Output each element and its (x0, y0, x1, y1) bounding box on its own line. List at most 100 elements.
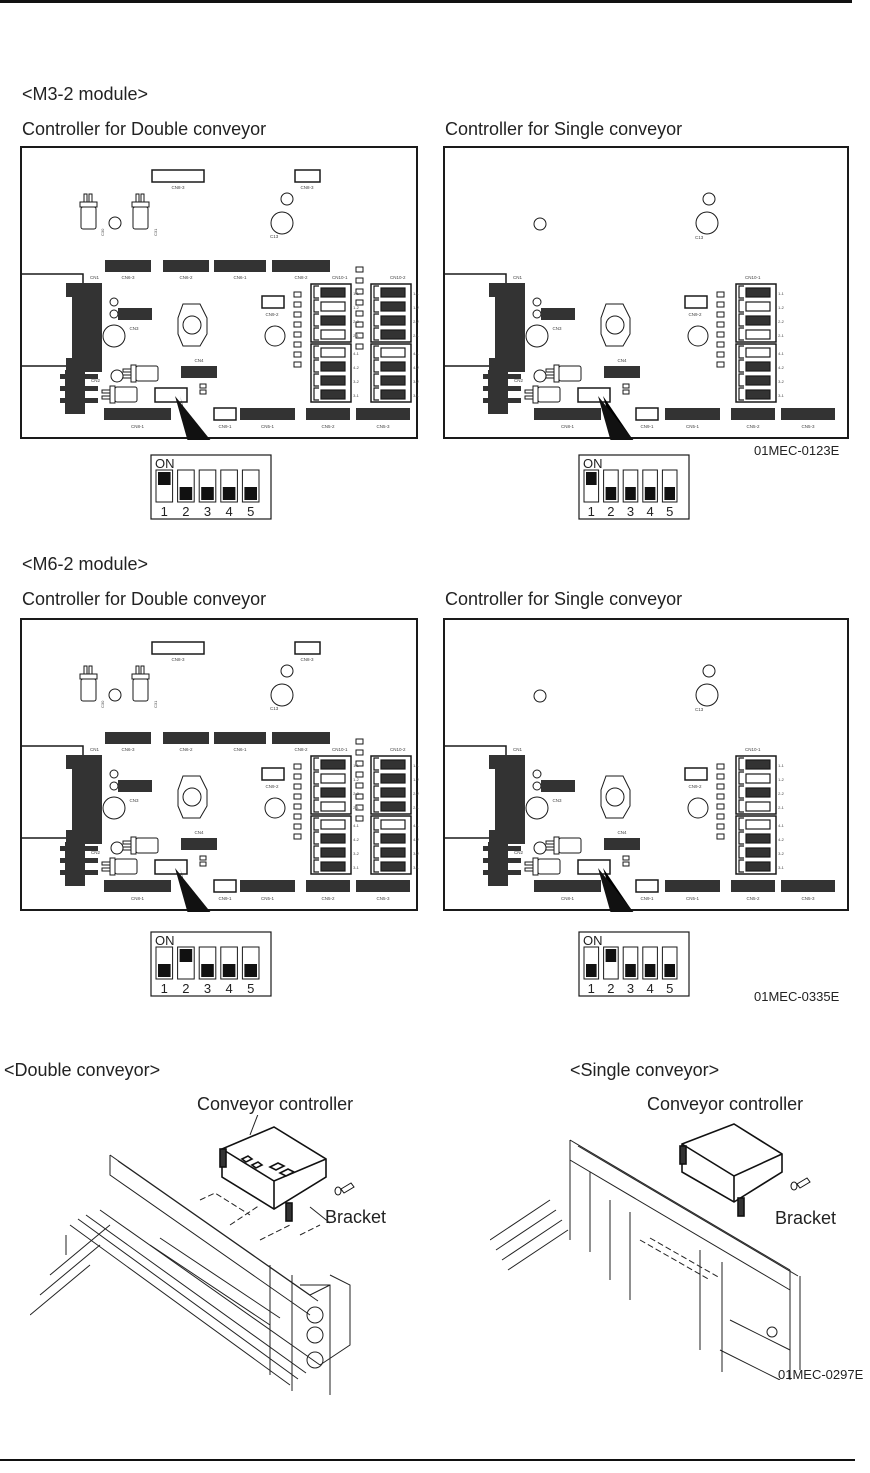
capacitor-round (687, 797, 709, 819)
dip-on-label: ON (583, 933, 603, 948)
cn9-2-label: CN9-2 (265, 312, 279, 317)
connector-label: CN5-2 (746, 424, 760, 429)
callout-wedge (603, 868, 633, 912)
capacitor-c30-label: C30 (100, 228, 105, 236)
led (293, 361, 302, 368)
cn2-pin (483, 846, 521, 851)
callout-wedge (603, 396, 633, 440)
led (355, 738, 364, 745)
screw-icon (334, 1182, 355, 1196)
cn10-1-terminal-block-pin-label: 1-2 (778, 777, 785, 782)
capacitor-h-lead (524, 861, 534, 866)
dip-position-label: 1 (161, 504, 168, 519)
dip-on-label: ON (155, 933, 175, 948)
via (108, 688, 122, 702)
install-heading-double: <Double conveyor> (4, 1060, 161, 1080)
led (293, 803, 302, 810)
dip-switch-5-actuator (664, 487, 675, 500)
connector-label: CN6-3 (121, 275, 135, 280)
cn4-connector (604, 838, 640, 850)
cn2-pin (60, 398, 98, 403)
cn10-1-terminal-block-terminal (745, 389, 771, 400)
cn10-1-terminal-block-terminal (745, 801, 771, 812)
cn10-1-terminal-block-pin-label: 2-2 (353, 319, 360, 324)
dip-position-label: 3 (204, 981, 211, 996)
connector-cn6-1 (214, 732, 266, 744)
led (716, 793, 725, 800)
dip-position-label: 3 (204, 504, 211, 519)
cn10-2-terminal-block-latch (373, 799, 379, 813)
cn10-1-terminal-block-pin-label: 2-1 (353, 805, 360, 810)
led (716, 803, 725, 810)
cn10-1-terminal-block-terminal (745, 329, 771, 340)
cn4-connector (181, 366, 217, 378)
cn10-1-terminal-block-terminal (745, 787, 771, 798)
cn10-1-terminal-block-terminal (745, 375, 771, 386)
connector-label: CN5-2 (746, 896, 760, 901)
cn10-1-terminal-block-latch (313, 785, 319, 799)
cn10-1-terminal-block-terminal (745, 847, 771, 858)
capacitor-h (537, 386, 561, 403)
cn10-2-terminal-block-latch (373, 313, 379, 327)
cn10-1-terminal-block-terminal (320, 787, 346, 798)
dip-switch-3-actuator (625, 487, 636, 500)
led (355, 815, 364, 822)
led (355, 749, 364, 756)
cn10-1-terminal-block-latch (738, 373, 744, 387)
cn2-pin (60, 386, 98, 391)
cn10-2-terminal-block-latch (373, 345, 379, 359)
cn10-2-terminal-block-pin-label: 3-2 (413, 851, 420, 856)
cn10-1-terminal-block-pin-label: 4-2 (353, 365, 360, 370)
double-conveyor-frame (30, 1154, 351, 1395)
cn10-1-terminal-block-pin-label: 4-1 (778, 823, 785, 828)
capacitor-h (558, 837, 582, 854)
led (293, 823, 302, 830)
cn10-2-terminal-block-pin-label: 2-1 (413, 805, 420, 810)
led (716, 763, 725, 770)
illustration-double-conveyor (30, 1115, 355, 1395)
cn10-2-terminal-block-latch (373, 785, 379, 799)
capacitor-round (264, 797, 286, 819)
cn10-1-terminal-block-terminal (745, 301, 771, 312)
capacitor-h-lead (545, 368, 555, 373)
via (108, 216, 122, 230)
cn9-2-connector (261, 295, 285, 309)
connector-cn8-1 (104, 880, 171, 892)
cn10-2-terminal-block-terminal (380, 389, 406, 400)
capacitor-c13 (270, 683, 294, 707)
screw-icon (790, 1177, 811, 1191)
cn4-label: CN4 (194, 830, 203, 835)
connector-cn8-1 (104, 408, 171, 420)
connector-cn5-3 (356, 408, 410, 420)
connector-cn8-1 (534, 408, 601, 420)
install-heading-single: <Single conveyor> (570, 1060, 720, 1080)
capacitor-c31-band (131, 201, 150, 208)
cn9-2-label: CN9-2 (688, 312, 702, 317)
led (355, 266, 364, 273)
cn10-2-terminal-block-terminal (380, 329, 406, 340)
dip-switch-5-actuator (244, 487, 257, 500)
connector-cn5-1 (665, 408, 720, 420)
dip-switch-4-actuator (644, 964, 656, 977)
board-title-m3-single: Controller for Single conveyor (445, 119, 683, 139)
controller-box-double (219, 1126, 327, 1222)
connector-cn9-1 (213, 879, 237, 893)
cn10-2-terminal-block-pin-label: 2-2 (413, 791, 420, 796)
cn10-1-label: CN10-1 (332, 275, 348, 280)
led (716, 351, 725, 358)
dip-switch-socket (154, 387, 188, 403)
cn10-2-terminal-block-latch (373, 845, 379, 859)
capacitor-h (114, 386, 138, 403)
led (293, 813, 302, 820)
connector-cn9-1 (213, 407, 237, 421)
connector-cn5-1 (665, 880, 720, 892)
capacitor-h-band (532, 857, 539, 876)
capacitor-c31-lead (140, 665, 145, 675)
dip-position-label: 1 (161, 981, 168, 996)
dip-switch-socket (577, 859, 611, 875)
leader-bracket-double (309, 1206, 331, 1224)
cn10-1-terminal-block-pin-label: 4-1 (353, 823, 360, 828)
